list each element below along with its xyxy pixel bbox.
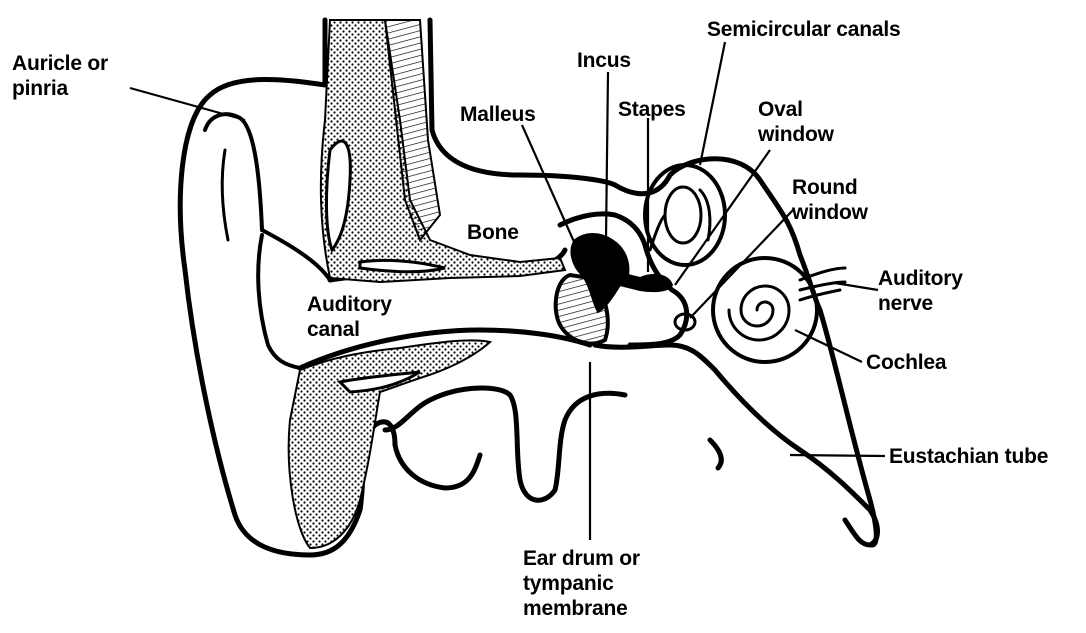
label-oval-window: Oval window — [758, 97, 834, 147]
label-round-window: Round window — [792, 175, 868, 225]
label-auditory-canal: Auditory canal — [307, 292, 392, 342]
label-semicircular-canals: Semicircular canals — [707, 17, 901, 42]
label-malleus: Malleus — [460, 102, 536, 127]
label-cochlea: Cochlea — [866, 350, 946, 375]
label-bone: Bone — [467, 220, 519, 245]
label-auricle: Auricle or pinria — [12, 51, 108, 101]
label-incus: Incus — [577, 48, 631, 73]
label-stapes: Stapes — [618, 97, 686, 122]
label-eustachian-tube: Eustachian tube — [889, 444, 1048, 469]
label-auditory-nerve: Auditory nerve — [878, 266, 963, 316]
cartilage-region — [289, 340, 490, 548]
label-ear-drum: Ear drum or tympanic membrane — [523, 546, 640, 621]
